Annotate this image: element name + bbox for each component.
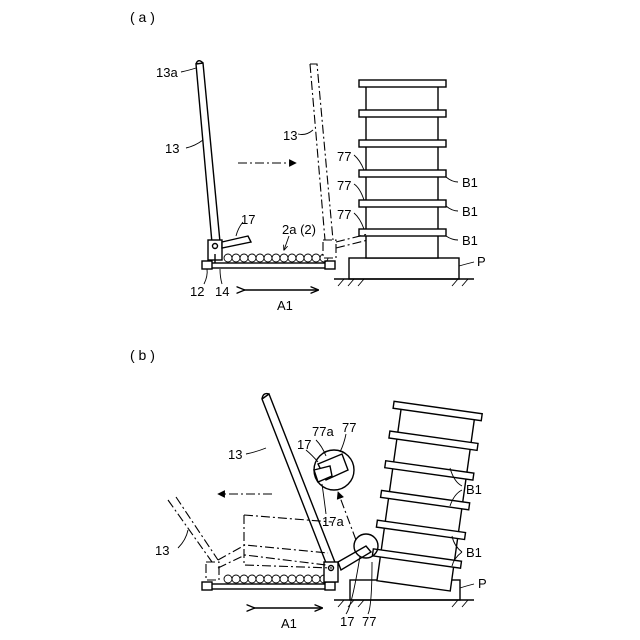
label-17-bot: 17 bbox=[340, 614, 354, 629]
roller-chain-b bbox=[224, 575, 328, 583]
label-b1-2-b: B1 bbox=[466, 545, 482, 560]
label-13-left: 13 bbox=[155, 543, 169, 558]
label-77-3: 77 bbox=[337, 207, 351, 222]
label-77a: 77a bbox=[312, 424, 334, 439]
label-b1-1: B1 bbox=[462, 175, 478, 190]
panel-a: ( a ) bbox=[130, 9, 486, 313]
label-77-2: 77 bbox=[337, 178, 351, 193]
label-13a: 13a bbox=[156, 65, 178, 80]
label-a1-b: A1 bbox=[281, 616, 297, 631]
label-b1-3: B1 bbox=[462, 233, 478, 248]
label-b1-1-b: B1 bbox=[466, 482, 482, 497]
label-77-top: 77 bbox=[342, 420, 356, 435]
label-13-top: 13 bbox=[228, 447, 242, 462]
label-12: 12 bbox=[190, 284, 204, 299]
lever-bracket bbox=[208, 240, 222, 263]
panel-b: ( b ) bbox=[130, 347, 487, 631]
panel-a-label: ( a ) bbox=[130, 9, 155, 25]
lever-13 bbox=[196, 61, 220, 243]
claw-17 bbox=[222, 236, 251, 248]
label-13: 13 bbox=[165, 141, 179, 156]
label-14: 14 bbox=[215, 284, 229, 299]
roller-chain bbox=[224, 254, 328, 262]
container-stack bbox=[359, 80, 446, 258]
label-13-ghost: 13 bbox=[283, 128, 297, 143]
label-77-bot: 77 bbox=[362, 614, 376, 629]
lever-13-tilted bbox=[262, 394, 338, 582]
lever-13-ghost-left bbox=[168, 497, 219, 580]
label-p: P bbox=[477, 254, 486, 269]
label-77-1: 77 bbox=[337, 149, 351, 164]
label-p-b: P bbox=[478, 576, 487, 591]
base-p bbox=[334, 258, 474, 286]
label-2a: 2a (2) bbox=[282, 222, 316, 237]
label-b1-2: B1 bbox=[462, 204, 478, 219]
label-17: 17 bbox=[241, 212, 255, 227]
label-17-top: 17 bbox=[297, 437, 311, 452]
label-17a: 17a bbox=[322, 514, 344, 529]
label-a1: A1 bbox=[277, 298, 293, 313]
panel-b-label: ( b ) bbox=[130, 347, 155, 363]
